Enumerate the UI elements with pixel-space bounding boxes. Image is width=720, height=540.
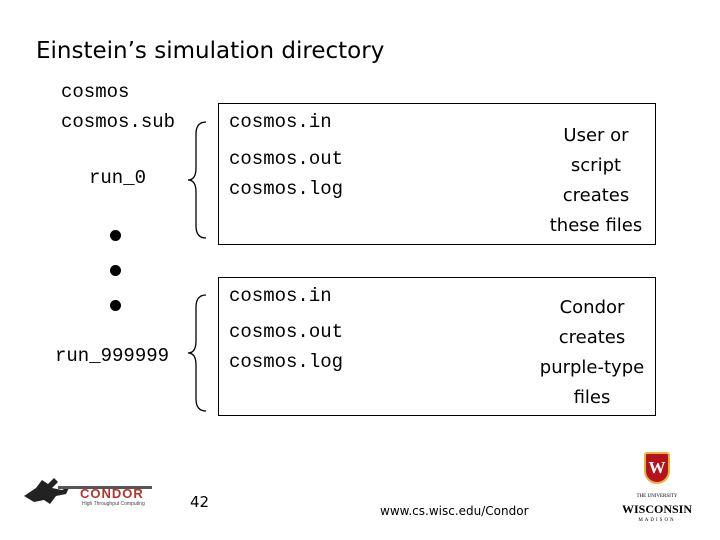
- condor-logo: CONDOR High Throughput Computing: [22, 470, 157, 510]
- note-line: Condor: [559, 297, 625, 318]
- note-line: these files: [549, 215, 643, 236]
- file-box-run-999999: [218, 277, 656, 416]
- note-line: creates: [562, 185, 630, 206]
- note-line: creates: [558, 327, 626, 348]
- file-cosmos-out: cosmos.out: [229, 148, 344, 170]
- note-line: files: [573, 387, 611, 408]
- file-cosmos: cosmos: [61, 81, 130, 103]
- wisconsin-bottom-text: MADISON: [638, 518, 676, 523]
- dir-run-0: run_0: [89, 167, 147, 189]
- file-cosmos-sub: cosmos.sub: [61, 111, 176, 133]
- condor-wordmark: CONDOR: [80, 486, 144, 501]
- note-condor-created: Condor creates purple-type files: [532, 293, 652, 413]
- ellipsis-dot: [110, 265, 121, 276]
- crest-icon: W: [644, 452, 670, 484]
- dir-run-999999: run_999999: [55, 345, 170, 367]
- ellipsis-dot: [110, 300, 121, 311]
- file-cosmos-log: cosmos.log: [229, 351, 344, 373]
- note-line: User or: [563, 125, 629, 146]
- condor-tagline: High Throughput Computing: [82, 501, 145, 507]
- logo-rule: [58, 486, 152, 489]
- wisconsin-name: WISCONSIN: [622, 502, 693, 516]
- wisconsin-top-text: THE UNIVERSITY: [636, 494, 678, 499]
- note-line: script: [570, 155, 622, 176]
- wisconsin-logo: W THE UNIVERSITY WISCONSIN MADISON: [622, 452, 692, 532]
- file-cosmos-in: cosmos.in: [229, 111, 332, 133]
- brace-run-999999: [187, 294, 207, 412]
- file-cosmos-in: cosmos.in: [229, 285, 332, 307]
- file-cosmos-log: cosmos.log: [229, 178, 344, 200]
- file-box-run-0: [218, 103, 656, 245]
- slide-title: Einstein’s simulation directory: [36, 38, 385, 64]
- note-user-created: User or script creates these files: [536, 121, 656, 241]
- brace-run-0: [187, 121, 207, 239]
- file-cosmos-out: cosmos.out: [229, 321, 344, 343]
- ellipsis-dot: [110, 230, 121, 241]
- condor-bird-icon: [24, 478, 70, 504]
- footer-url[interactable]: www.cs.wisc.edu/Condor: [380, 504, 529, 518]
- page-number: 42: [190, 493, 210, 511]
- note-line: purple-type: [539, 357, 645, 378]
